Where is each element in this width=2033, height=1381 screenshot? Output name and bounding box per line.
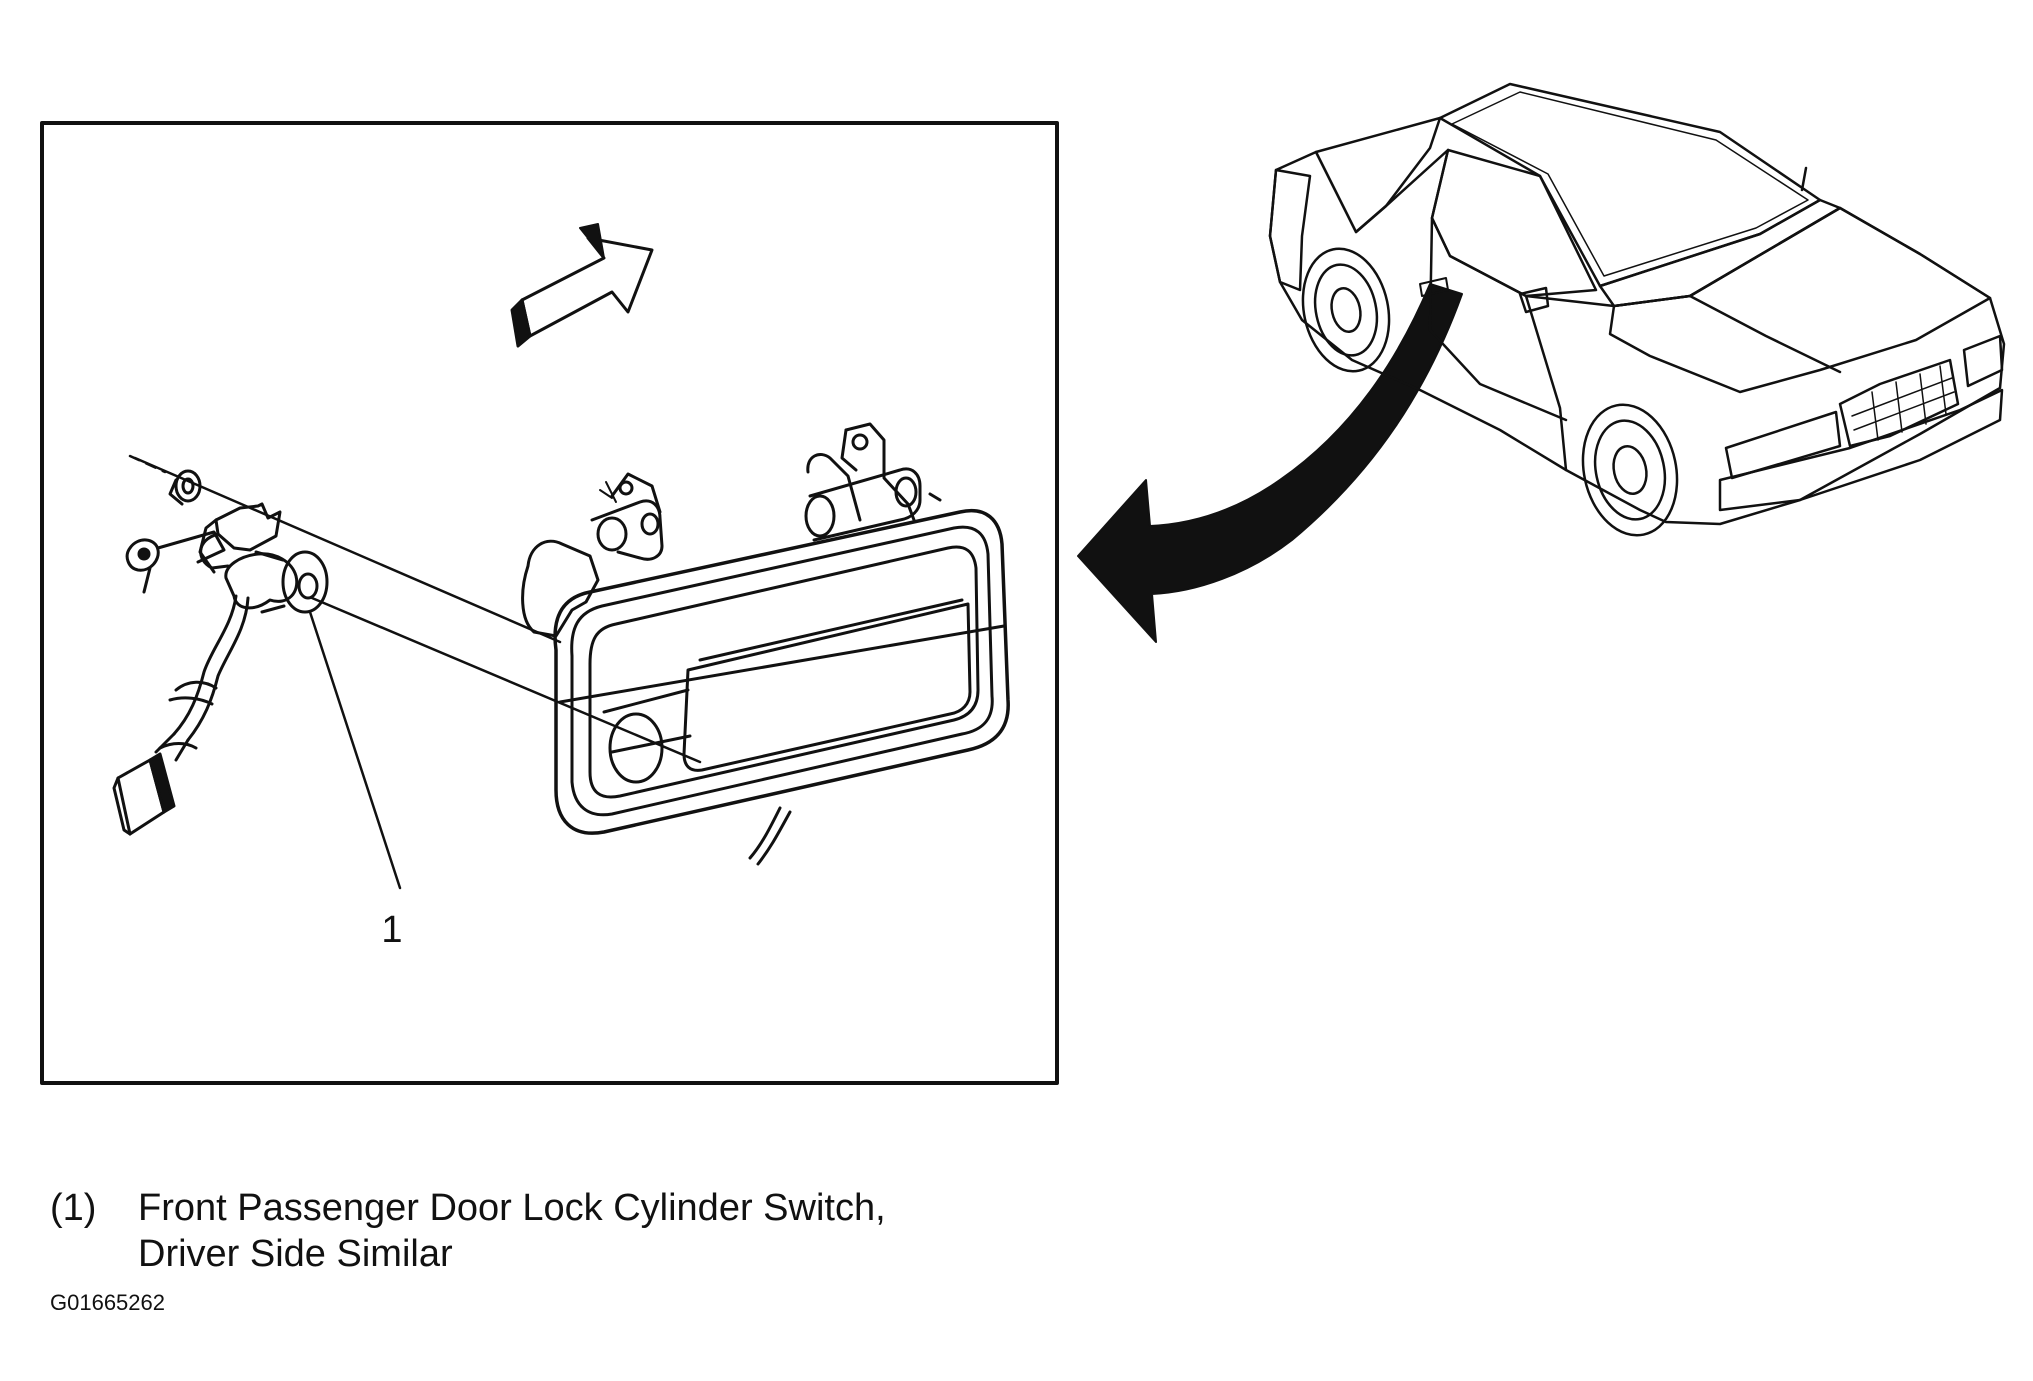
actuator-rod [756,810,792,866]
vehicle-door-handle [1419,277,1449,297]
forward-arrow-icon [510,223,654,348]
alignment-line-upper [133,456,562,644]
legend-item-line-1: Front Passenger Door Lock Cylinder Switc… [138,1187,886,1229]
retainer-nut [168,469,202,506]
detail-view [40,121,1059,1085]
actuator-rod-2 [748,806,782,860]
detail-frame [40,121,1059,1085]
outside-door-handle [553,508,1010,835]
legend: (1) Front Passenger Door Lock Cylinder S… [50,1185,1038,1277]
vehicle-headlamp [1724,410,1842,480]
lock-cylinder-switch [198,502,329,614]
alignment-line-lower [310,596,702,764]
handle-hinge-rear [521,472,664,638]
legend-item-number: (1) [50,1187,97,1229]
legend-item-1: (1) Front Passenger Door Lock Cylinder S… [50,1185,1038,1277]
vehicle-side-window-front [1430,148,1598,298]
vehicle-mirror [1518,286,1550,314]
harness-connector [112,752,176,836]
vehicle-rear-wheel [1301,247,1391,373]
location-pointer-arrow [1077,283,1463,643]
lock-pawl [125,530,226,594]
vehicle-windshield [1598,198,1842,308]
vehicle-grille [1838,358,1960,448]
callout-1-leader [308,610,402,890]
handle-hinge-front [804,422,942,542]
legend-item-description: Front Passenger Door Lock Cylinder Switc… [138,1185,1038,1277]
vehicle-hood [1608,206,1992,394]
vehicle-door-seam [1428,216,1568,422]
legend-item-line-2: Driver Side Similar [138,1233,453,1275]
callout-1-label: 1 [381,909,402,951]
vehicle-roof [1438,82,1822,288]
vehicle-headlamp-right [1962,334,2004,388]
vehicle-bumper [1718,388,2004,512]
vehicle-overview [1268,82,2006,537]
vehicle-front-wheel [1581,403,1679,537]
figure-code: G01665262 [50,1290,165,1315]
switch-wiring-harness [154,594,250,762]
alignment-dash [128,454,167,474]
